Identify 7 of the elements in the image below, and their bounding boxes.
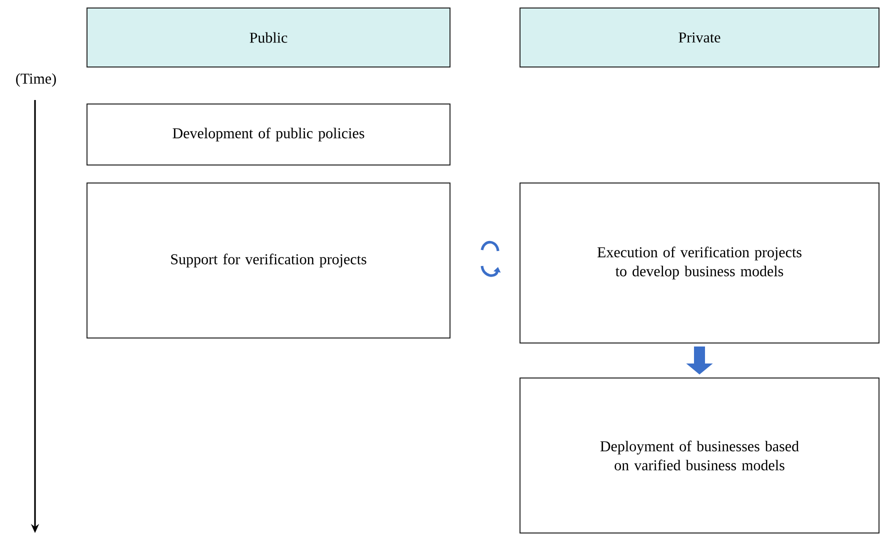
header-box: Private	[520, 8, 880, 68]
axis-label: (Time)	[16, 73, 56, 87]
process-box: Execution of verification projects to develop business models	[520, 182, 880, 344]
process-box: Support for verification projects	[86, 182, 450, 338]
process-box: Development of public policies	[86, 104, 450, 166]
process-box: Deployment of businesses based on varified business models	[520, 378, 880, 534]
header-box: Public	[86, 8, 450, 68]
